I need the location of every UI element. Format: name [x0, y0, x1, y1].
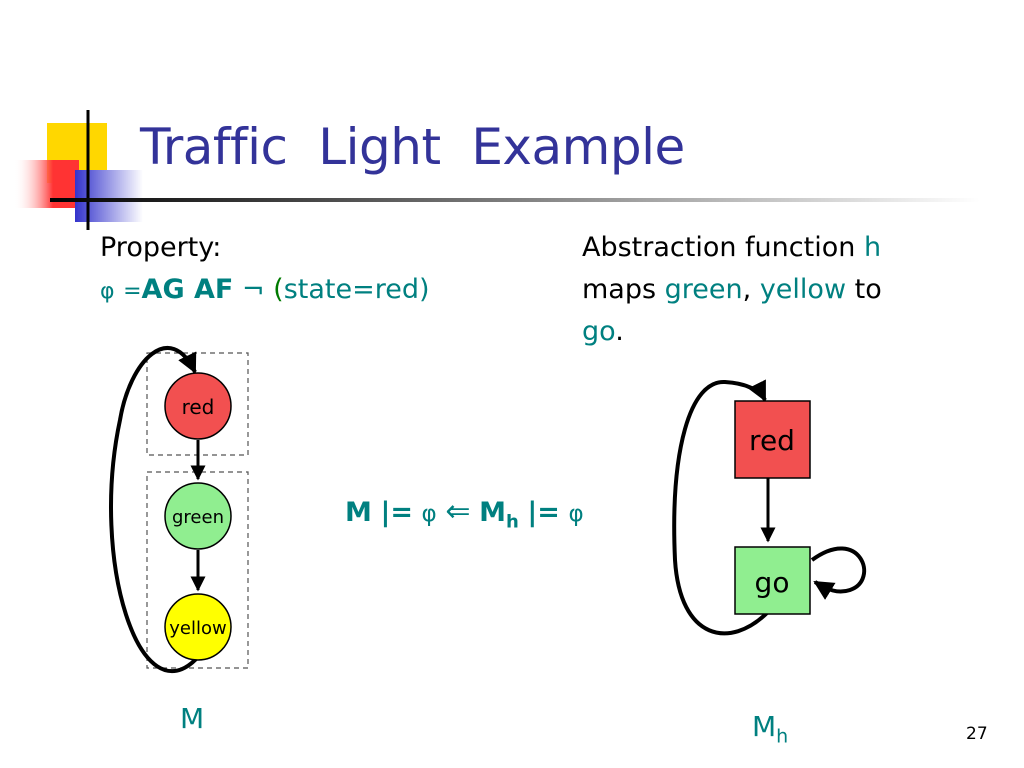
yellow-word: yellow	[759, 274, 847, 305]
relation-models-2: |=	[527, 497, 560, 528]
model-label-mh-sub: h	[776, 725, 789, 748]
abstract-state-go-label: go	[755, 566, 790, 599]
relation-models: |=	[380, 497, 413, 528]
open-paren: (	[273, 274, 284, 305]
to-word: to	[854, 274, 882, 305]
left-model: red green yellow	[109, 346, 249, 674]
negation-symbol: ¬	[241, 274, 265, 305]
slide-title: Traffic Light Example	[140, 118, 685, 176]
deco-blue-square	[75, 170, 143, 222]
green-word: green	[664, 274, 743, 305]
property-heading: Property:	[100, 232, 222, 263]
ctl-operators: AG AF	[141, 274, 234, 305]
phi-symbol: φ	[100, 279, 115, 304]
title-decoration	[14, 110, 980, 230]
relation-m: M	[345, 497, 372, 528]
slide-number: 27	[966, 724, 988, 744]
partition-go	[146, 471, 249, 669]
abstraction-line-2: maps green, yellow to	[582, 274, 882, 305]
relation-mh-sub: h	[505, 511, 519, 533]
abstract-state-red	[734, 400, 811, 479]
abstract-state-red-label: red	[749, 424, 795, 457]
relation-mh-base: M	[479, 497, 506, 528]
go-word: go	[582, 316, 616, 347]
state-red	[164, 372, 232, 440]
right-model: red go	[672, 379, 867, 636]
model-label-m: M	[180, 702, 205, 735]
comma: ,	[742, 274, 752, 305]
abstraction-h: h	[863, 232, 882, 263]
equals-sign: =	[123, 279, 142, 304]
state-yellow-label: yellow	[169, 618, 226, 639]
self-loop-go	[810, 546, 867, 600]
relation-mh: Mh	[479, 497, 519, 532]
state-red-label: red	[182, 395, 215, 419]
property-formula: φ =AG AF ¬ (state=red)	[100, 274, 430, 305]
abstract-state-go	[734, 546, 811, 615]
model-label-mh-base: M	[752, 710, 777, 743]
title-underline	[50, 198, 980, 202]
period: .	[615, 316, 624, 347]
state-expr: state=red)	[283, 274, 430, 305]
abstraction-text: Abstraction function	[582, 232, 856, 263]
maps-word: maps	[582, 274, 657, 305]
relation-formula: M |= φ ⇐ Mh |= φ	[345, 494, 584, 532]
abstraction-line-1: Abstraction function h	[582, 232, 881, 263]
loop-yellow-to-red	[109, 346, 200, 674]
state-yellow	[164, 593, 232, 661]
state-green	[164, 482, 232, 550]
relation-implied-by: ⇐	[445, 494, 471, 529]
relation-phi: φ	[421, 501, 437, 527]
abstraction-line-3: go.	[582, 316, 624, 347]
model-label-mh: Mh	[752, 710, 788, 748]
state-green-label: green	[172, 507, 224, 528]
relation-phi-2: φ	[568, 501, 584, 527]
loop-go-to-red	[672, 379, 770, 636]
